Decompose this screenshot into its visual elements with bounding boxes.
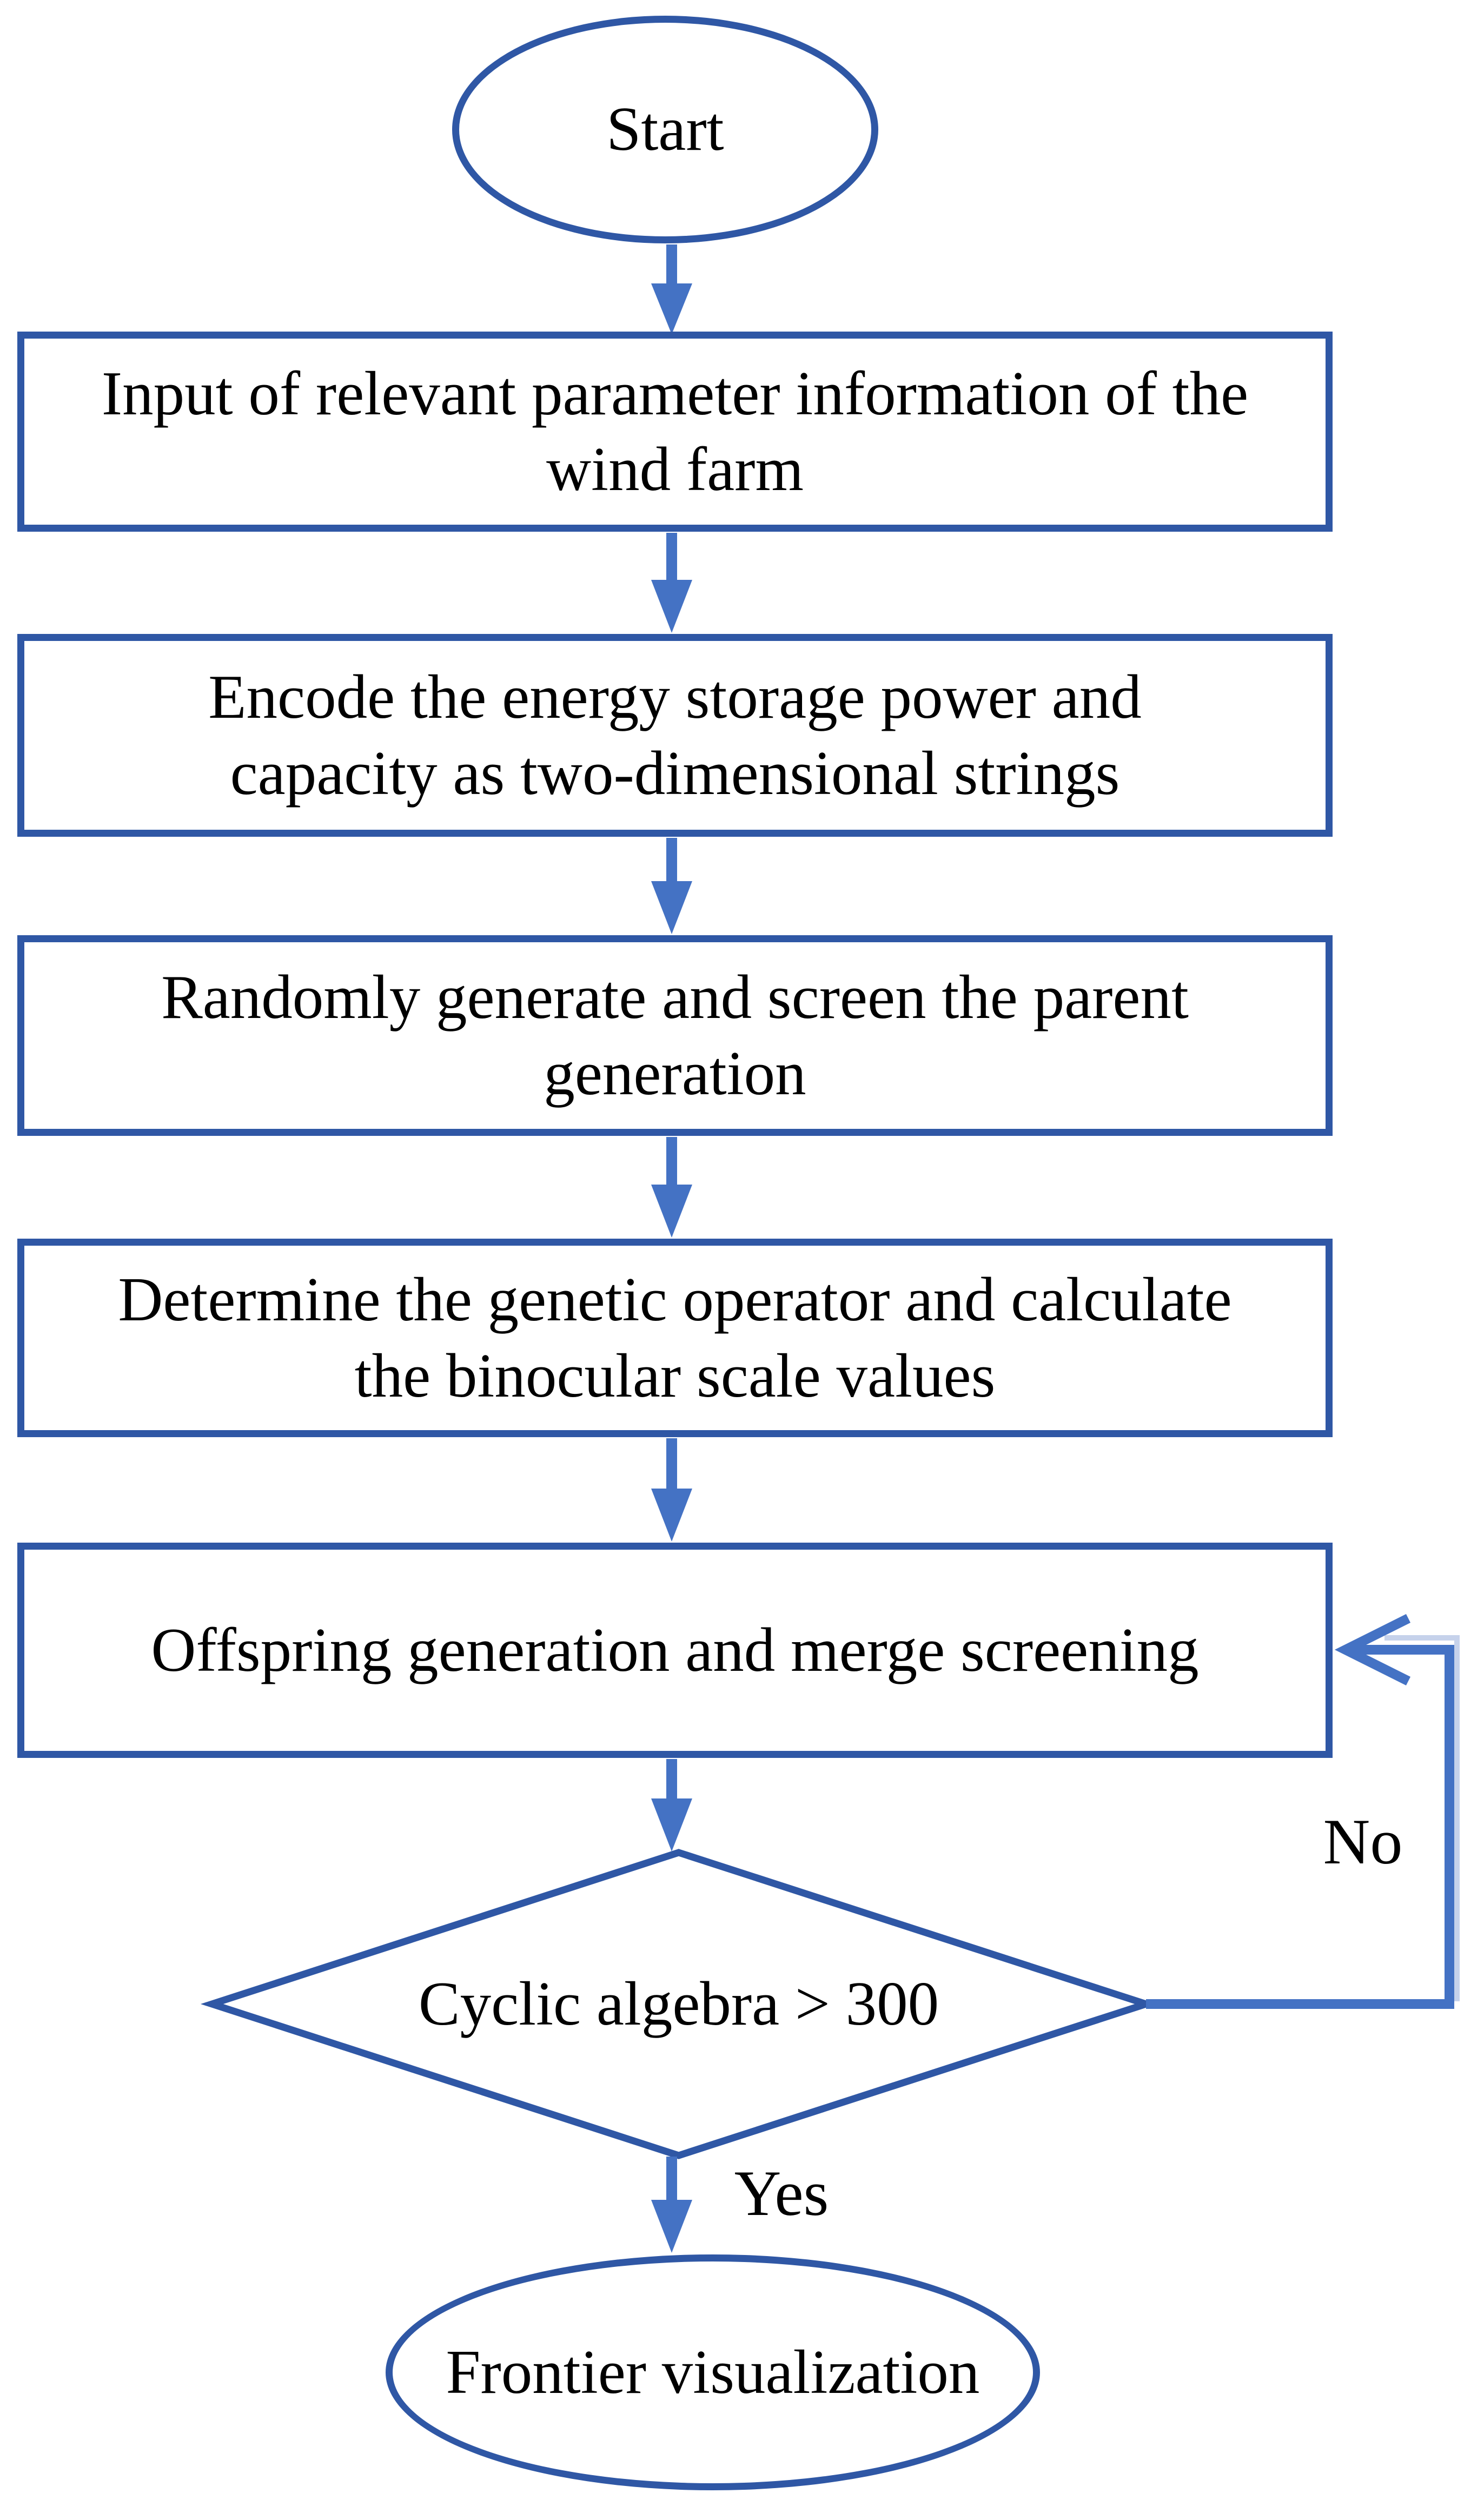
node-genetic-operator-line2: the binocular scale values xyxy=(354,1341,996,1410)
no-loop-arrowhead xyxy=(1334,1613,1411,1686)
node-encode-strings-line2: capacity as two-dimensional strings xyxy=(230,738,1120,808)
arrow-decision-to-frontier xyxy=(651,2157,692,2253)
no-loop-connector xyxy=(1146,1613,1454,2009)
node-encode-strings-line1: Encode the energy storage power and xyxy=(208,663,1142,732)
arrow-operator-to-offspring xyxy=(651,1438,692,1542)
edge-label-no: No xyxy=(1323,1806,1403,1877)
node-genetic-operator-line1: Determine the genetic operator and calcu… xyxy=(118,1265,1232,1334)
node-frontier-visualization: Frontier visualization xyxy=(386,2254,1040,2490)
edge-label-yes: Yes xyxy=(734,2157,829,2229)
decision-diamond-shape xyxy=(200,1849,1158,2159)
node-offspring-screening: Offspring generation and merge screening xyxy=(17,1543,1333,1758)
node-genetic-operator: Determine the genetic operator and calcu… xyxy=(17,1239,1333,1437)
node-decision-label: Cyclic algebra > 300 xyxy=(418,1969,939,2038)
arrow-start-to-input xyxy=(651,244,692,334)
no-loop-shadow xyxy=(1384,1635,1460,2001)
node-input-parameters-line1: Input of relevant parameter information … xyxy=(101,359,1249,428)
arrow-input-to-encode xyxy=(651,533,692,633)
node-generate-parent-line2: generation xyxy=(544,1039,806,1108)
node-generate-parent-line1: Randomly generate and screen the parent xyxy=(161,963,1189,1032)
node-encode-strings: Encode the energy storage power and capa… xyxy=(17,634,1333,837)
node-generate-parent: Randomly generate and screen the parent … xyxy=(17,935,1333,1136)
node-frontier-visualization-label: Frontier visualization xyxy=(446,2337,980,2406)
arrow-encode-to-parent xyxy=(651,838,692,934)
node-decision: Cyclic algebra > 300 xyxy=(270,1963,1087,2045)
arrow-parent-to-operator xyxy=(651,1137,692,1238)
arrow-offspring-to-decision xyxy=(651,1759,692,1851)
node-input-parameters: Input of relevant parameter information … xyxy=(17,332,1333,532)
node-input-parameters-line2: wind farm xyxy=(546,435,804,504)
node-start: Start xyxy=(452,16,878,243)
node-start-label: Start xyxy=(606,95,724,164)
node-offspring-screening-label: Offspring generation and merge screening xyxy=(151,1615,1199,1684)
